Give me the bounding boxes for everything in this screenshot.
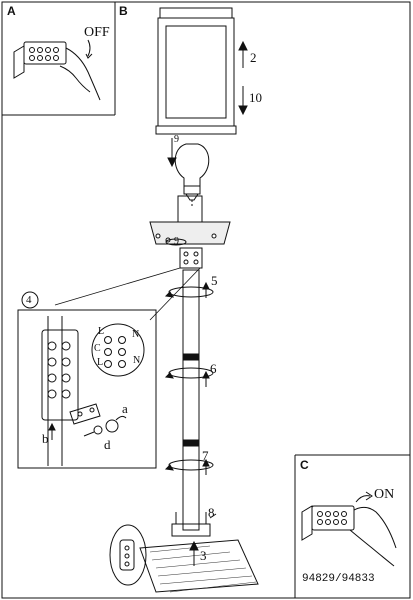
zoom-circle-screws — [104, 336, 126, 368]
step-9-plate-label: 9 — [174, 236, 179, 247]
panel-b-label: B — [119, 4, 128, 18]
terminal-block-a — [23, 41, 67, 65]
arrow-step-9-down — [167, 138, 177, 168]
lantern-head — [155, 7, 237, 135]
lantern-glass — [165, 25, 227, 119]
detail-washer-a — [105, 419, 119, 433]
rotation-step-6 — [164, 367, 214, 387]
on-label: ON — [374, 487, 395, 502]
step-7-label: 7 — [202, 448, 209, 463]
terminal-L-top: L — [98, 326, 105, 337]
detail-terminal-screws — [47, 341, 71, 399]
detail-arrow-a — [115, 415, 127, 421]
step-9-bulb-label: 9 — [174, 134, 179, 145]
screw-step-8 — [209, 513, 217, 519]
base-flange — [171, 523, 211, 537]
ground-slab — [139, 539, 259, 593]
step-4-label: 4 — [26, 294, 32, 306]
detail-zoom-circle — [91, 323, 145, 377]
mount-plate — [149, 221, 231, 245]
detail-bracket — [69, 403, 101, 425]
off-arrow-head — [85, 53, 93, 59]
terminal-N-top: N — [132, 329, 140, 340]
lantern-base — [155, 125, 237, 135]
step-5-label: 5 — [211, 273, 218, 288]
off-label: OFF — [84, 25, 110, 40]
panel-a-switch-drawing — [13, 39, 101, 101]
on-arrow-curve — [355, 495, 371, 503]
lantern-body — [157, 17, 235, 127]
off-arrow-curve — [87, 39, 91, 57]
rotation-step-9 — [165, 238, 187, 246]
terminal-N-bottom: N — [133, 355, 141, 366]
part-a-label: a — [122, 401, 128, 416]
detail-screw-d — [83, 431, 95, 437]
hand-a-outline — [65, 47, 101, 101]
post-section-mid — [182, 359, 200, 441]
panel-c-switch-drawing — [301, 491, 397, 567]
detail-frame — [17, 309, 157, 469]
hand-a-finger — [59, 65, 91, 93]
part-b-label: b — [42, 431, 49, 446]
post-base — [171, 512, 217, 537]
terminal-L-bottom: L — [97, 357, 104, 368]
step-3-label: 3 — [200, 548, 207, 563]
step-4-circle — [21, 291, 39, 309]
post-joint-2 — [182, 439, 200, 447]
terminal-screws-a — [29, 47, 59, 61]
terminal-block-b — [179, 247, 203, 269]
light-bulb — [174, 143, 210, 201]
zoom-lines — [54, 267, 201, 321]
model-numbers: 94829/94833 — [302, 573, 375, 585]
post-section-top — [182, 269, 200, 355]
panel-c-label: C — [300, 458, 309, 472]
arrow-step-2 — [238, 40, 248, 68]
arrow-step-10 — [238, 86, 248, 116]
step-8-label: 8 — [208, 505, 215, 520]
step-2-label: 2 — [250, 50, 257, 65]
hand-c-finger — [349, 529, 395, 567]
post-joint-1 — [182, 353, 200, 361]
arrow-step-3 — [189, 540, 199, 566]
wall-plate-side — [13, 45, 25, 79]
lamp-post — [182, 269, 200, 531]
terminal-screws-c — [317, 511, 347, 525]
hand-c-outline — [353, 506, 397, 549]
on-arrow-head — [365, 491, 373, 501]
rotation-step-7 — [164, 458, 214, 475]
terminal-block-c — [311, 505, 355, 531]
part-d-label: d — [104, 437, 111, 452]
detail-panel-4 — [17, 291, 157, 469]
lantern-roof — [159, 7, 233, 19]
detail-terminal-strip — [41, 329, 79, 421]
step-10-label: 10 — [249, 90, 262, 105]
post-section-bottom — [182, 445, 200, 531]
anchor-detail — [109, 524, 147, 586]
step-6-label: 6 — [210, 361, 217, 376]
rotation-step-5 — [164, 281, 214, 298]
panel-a-label: A — [7, 4, 16, 18]
terminal-C: C — [94, 343, 101, 354]
